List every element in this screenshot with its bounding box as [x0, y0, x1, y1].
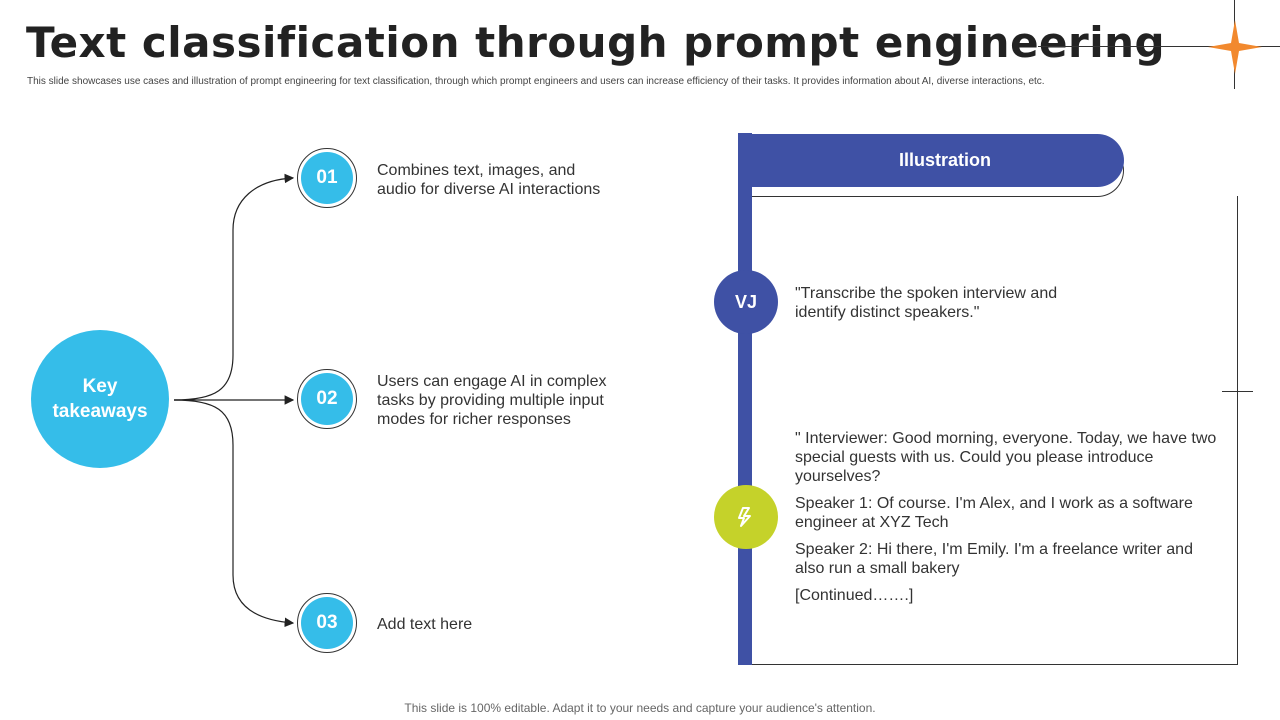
point-02-badge: 02 — [297, 369, 357, 429]
page-subtitle: This slide showcases use cases and illus… — [27, 76, 1045, 87]
footer-note: This slide is 100% editable. Adapt it to… — [404, 701, 876, 715]
point-number: 02 — [301, 373, 353, 425]
point-03-text: Add text here — [377, 616, 473, 633]
point-number: 01 — [301, 152, 353, 204]
response-speaker-2: Speaker 2: Hi there, I'm Emily. I'm a fr… — [795, 541, 1193, 577]
connector-03 — [173, 399, 295, 628]
user-avatar: VJ — [714, 270, 778, 334]
response-interviewer: " Interviewer: Good morning, everyone. T… — [795, 430, 1217, 485]
illustration-frame — [752, 196, 1238, 665]
key-takeaways-label-line1: Key — [82, 376, 118, 397]
point-03-badge: 03 — [297, 593, 357, 653]
response-speaker-1: Speaker 1: Of course. I'm Alex, and I wo… — [795, 495, 1193, 531]
point-02-text: Users can engage AI in complex tasks by … — [377, 373, 607, 428]
key-takeaways-circle: Key takeaways — [31, 330, 169, 468]
frame-tick — [1222, 391, 1253, 392]
illustration-timeline-bar — [738, 133, 752, 665]
point-number: 03 — [301, 597, 353, 649]
four-point-star-icon — [1208, 20, 1262, 74]
key-takeaways-label-line2: takeaways — [52, 401, 148, 422]
response-continued: [Continued…….] — [795, 587, 914, 604]
page-title: Text classification through prompt engin… — [26, 18, 1166, 67]
bot-response: " Interviewer: Good morning, everyone. T… — [795, 429, 1225, 605]
bot-avatar — [714, 485, 778, 549]
point-01-badge: 01 — [297, 148, 357, 208]
connector-01 — [173, 173, 295, 401]
user-prompt-text: "Transcribe the spoken interview and ide… — [795, 285, 1058, 321]
point-01-text: Combines text, images, and audio for div… — [377, 162, 601, 198]
chatbot-pen-icon — [738, 507, 751, 527]
illustration-header: Illustration — [752, 134, 1124, 187]
decorative-line — [1038, 46, 1280, 47]
